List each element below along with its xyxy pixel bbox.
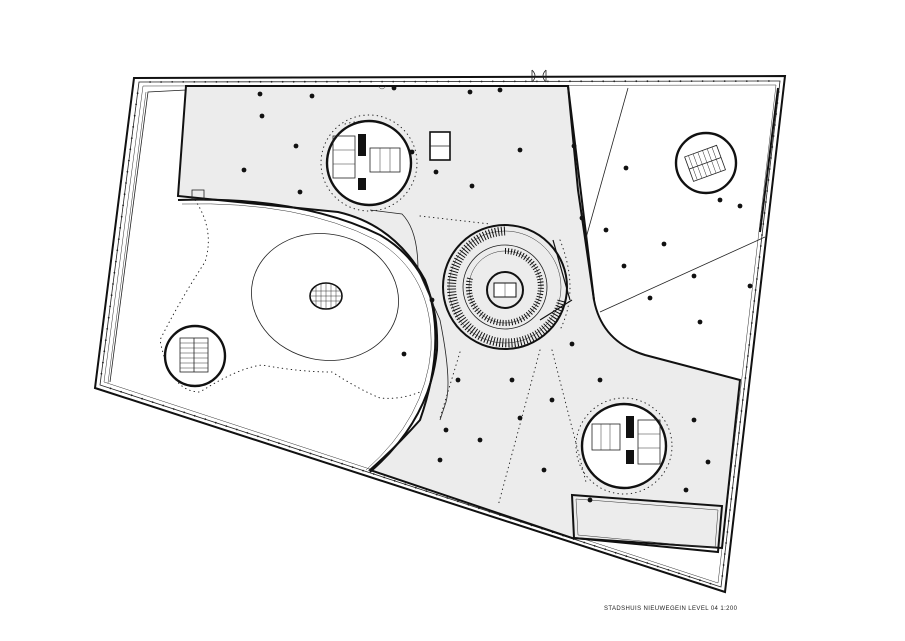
oval-void xyxy=(251,233,399,361)
column xyxy=(517,415,523,421)
column xyxy=(569,341,575,347)
toilet-core-southeast xyxy=(575,397,673,495)
stair-core-west xyxy=(163,324,227,388)
column xyxy=(621,263,627,269)
stair-core-northeast xyxy=(674,131,738,195)
column xyxy=(661,241,667,247)
facade-mullions xyxy=(100,80,780,585)
column xyxy=(579,215,585,221)
column xyxy=(717,197,723,203)
column xyxy=(257,91,263,97)
column xyxy=(691,417,697,423)
column xyxy=(455,377,461,383)
column xyxy=(509,377,515,383)
column xyxy=(469,183,475,189)
column xyxy=(691,273,697,279)
column xyxy=(467,89,473,95)
column xyxy=(705,459,711,465)
column xyxy=(409,149,415,155)
column xyxy=(297,189,303,195)
column xyxy=(259,113,265,119)
column xyxy=(647,295,653,301)
column xyxy=(443,427,449,433)
entrance-doors xyxy=(191,69,547,201)
toilet-core-north xyxy=(320,114,418,212)
drawing-title: STADSHUIS NIEUWEGEIN LEVEL 04 1:200 xyxy=(604,606,738,612)
column xyxy=(437,457,443,463)
column xyxy=(571,143,577,149)
column xyxy=(429,297,435,303)
column xyxy=(477,437,483,443)
column xyxy=(517,147,523,153)
storage-room xyxy=(570,493,724,554)
column xyxy=(391,85,397,91)
column xyxy=(683,487,689,493)
upper-right-zone xyxy=(567,85,779,313)
office-floor-area xyxy=(176,85,742,550)
column xyxy=(433,169,439,175)
column xyxy=(747,283,753,289)
landscape-boundary xyxy=(159,199,421,399)
structural-columns xyxy=(241,85,753,503)
atrium-facade xyxy=(177,198,449,473)
column xyxy=(587,497,593,503)
column xyxy=(497,87,503,93)
column xyxy=(603,227,609,233)
service-shaft xyxy=(429,131,451,161)
column xyxy=(549,397,555,403)
column xyxy=(309,93,315,99)
column xyxy=(737,203,743,209)
column xyxy=(697,319,703,325)
spiral-stair xyxy=(442,224,573,350)
column xyxy=(597,377,603,383)
column xyxy=(401,351,407,357)
column xyxy=(241,167,247,173)
column xyxy=(293,143,299,149)
sightlines xyxy=(344,120,587,507)
column xyxy=(623,165,629,171)
skylight-grid xyxy=(310,283,342,309)
column xyxy=(541,467,547,473)
